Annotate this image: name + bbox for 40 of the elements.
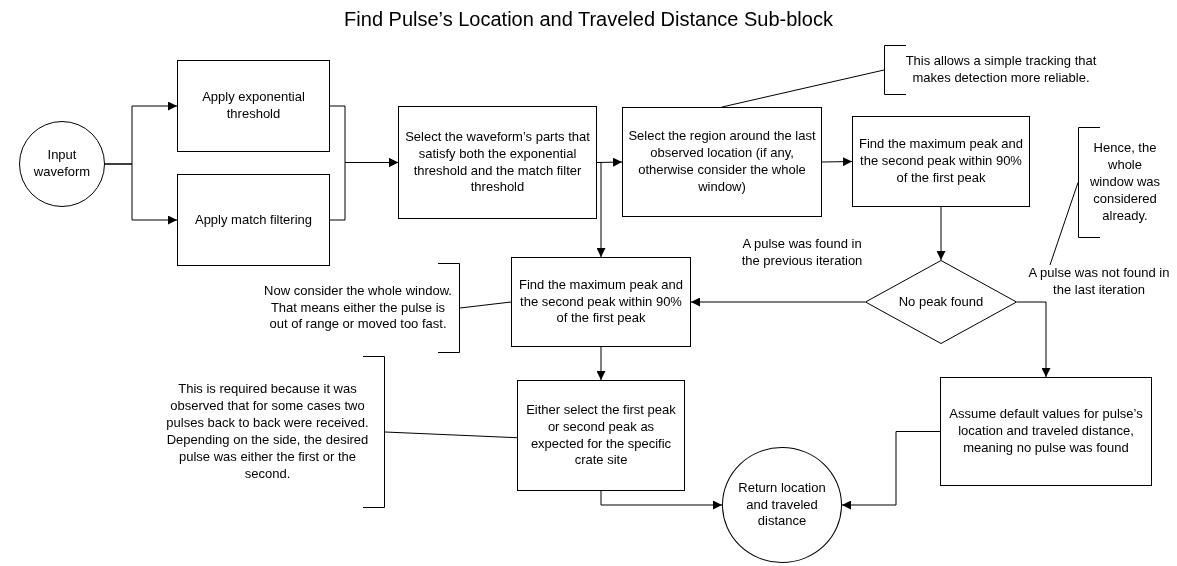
node-text: Assume default values for pulse’s location and traveled distance, meaning no pulse was found xyxy=(948,406,1144,457)
node-text: Find the maximum peak and the second peak within 90% of the first peak xyxy=(518,276,684,328)
node-text: Apply exponential threshold xyxy=(201,89,306,123)
arrow xyxy=(1016,301,1051,378)
arrow xyxy=(329,158,399,221)
node-text: Select the waveform’s parts that satisfy both the exponential threshold and the match filter threshold xyxy=(404,128,591,197)
node-text: Return location and traveled distance xyxy=(737,479,827,531)
annotation-text: Now consider the whole window. That means either the pulse is out of range or moved too fast. xyxy=(264,282,452,334)
arrow xyxy=(600,490,723,510)
leader-line xyxy=(721,69,885,108)
node-text: Input waveform xyxy=(32,147,92,181)
arrow xyxy=(596,346,606,381)
arrow xyxy=(104,163,178,225)
leader-line xyxy=(459,301,512,309)
annotation-text: Hence, the whole window was considered already. xyxy=(1088,140,1162,225)
node-text: Either select the first peak or second peak as expected for the specific crate site xyxy=(525,401,677,470)
process-box xyxy=(398,106,597,219)
decision-diamond xyxy=(865,260,1017,344)
process-box xyxy=(852,116,1030,207)
node-text: Select the region around the last observed location (if any, otherwise consider the whole window) xyxy=(627,128,817,196)
node-text: Find the maximum peak and the second peak within 90% of the first peak xyxy=(858,136,1024,187)
process-box xyxy=(517,380,685,491)
process-box xyxy=(177,60,330,152)
node-text: No peak found xyxy=(898,293,984,311)
leader-line xyxy=(384,431,518,439)
process-box xyxy=(940,377,1152,486)
arrow xyxy=(821,157,853,167)
diagram-title: Find Pulse’s Location and Traveled Distance Sub-block xyxy=(343,8,834,31)
node-text: Apply match filtering xyxy=(194,211,313,229)
process-box xyxy=(622,107,822,217)
process-box xyxy=(177,174,330,266)
annotation-text: This allows a simple tracking that makes detection more reliable. xyxy=(904,53,1098,87)
annotation-text: This is required because it was observed that for some cases two pulses back to back were received. Depending on the side, the desired pulse was either the first or the second. xyxy=(165,381,370,483)
arrow xyxy=(936,206,946,261)
arrow xyxy=(596,162,606,258)
process-box xyxy=(511,257,691,347)
arrow xyxy=(690,297,866,307)
annotation-bracket xyxy=(262,263,460,353)
leader-line xyxy=(1049,182,1079,266)
arrow xyxy=(841,431,941,510)
